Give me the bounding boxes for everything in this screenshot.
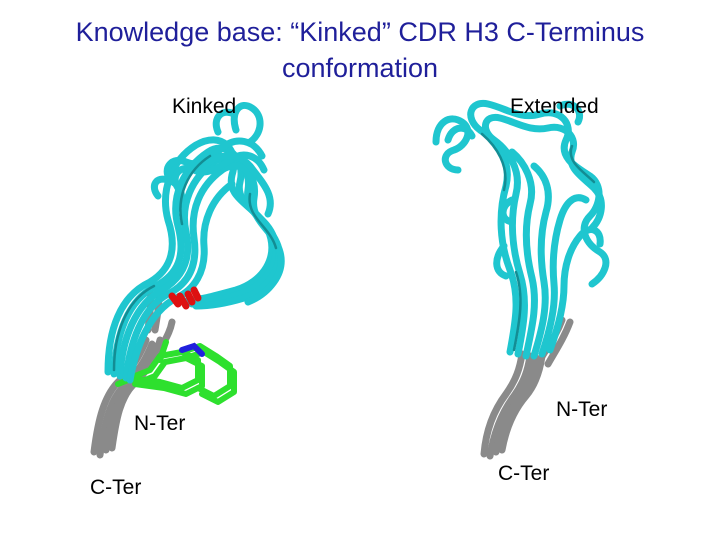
kinked-structure — [90, 102, 285, 459]
title-line-2: conformation — [281, 53, 439, 83]
extended-loop-strands — [432, 99, 610, 360]
kinked-n-ter-label: N-Ter — [134, 412, 186, 435]
extended-c-ter-label: C-Ter — [498, 462, 550, 485]
extended-structure — [432, 99, 610, 460]
nitrogen-atom — [179, 342, 205, 357]
extended-n-ter-label: N-Ter — [556, 398, 608, 421]
extended-loop-shading — [480, 132, 596, 352]
title-line-1: Knowledge base: “Kinked” CDR H3 C-Termin… — [75, 17, 645, 47]
slide-title: Knowledge base: “Kinked” CDR H3 C-Termin… — [0, 14, 720, 86]
kinked-c-ter-label: C-Ter — [90, 476, 142, 499]
kinked-loop-strands — [104, 102, 285, 384]
kinked-heading: Kinked — [172, 95, 237, 118]
extended-stem-strands — [480, 316, 574, 460]
oxygen-atoms — [168, 286, 202, 310]
extended-heading: Extended — [510, 95, 599, 118]
kinked-loop-shading — [112, 154, 278, 372]
